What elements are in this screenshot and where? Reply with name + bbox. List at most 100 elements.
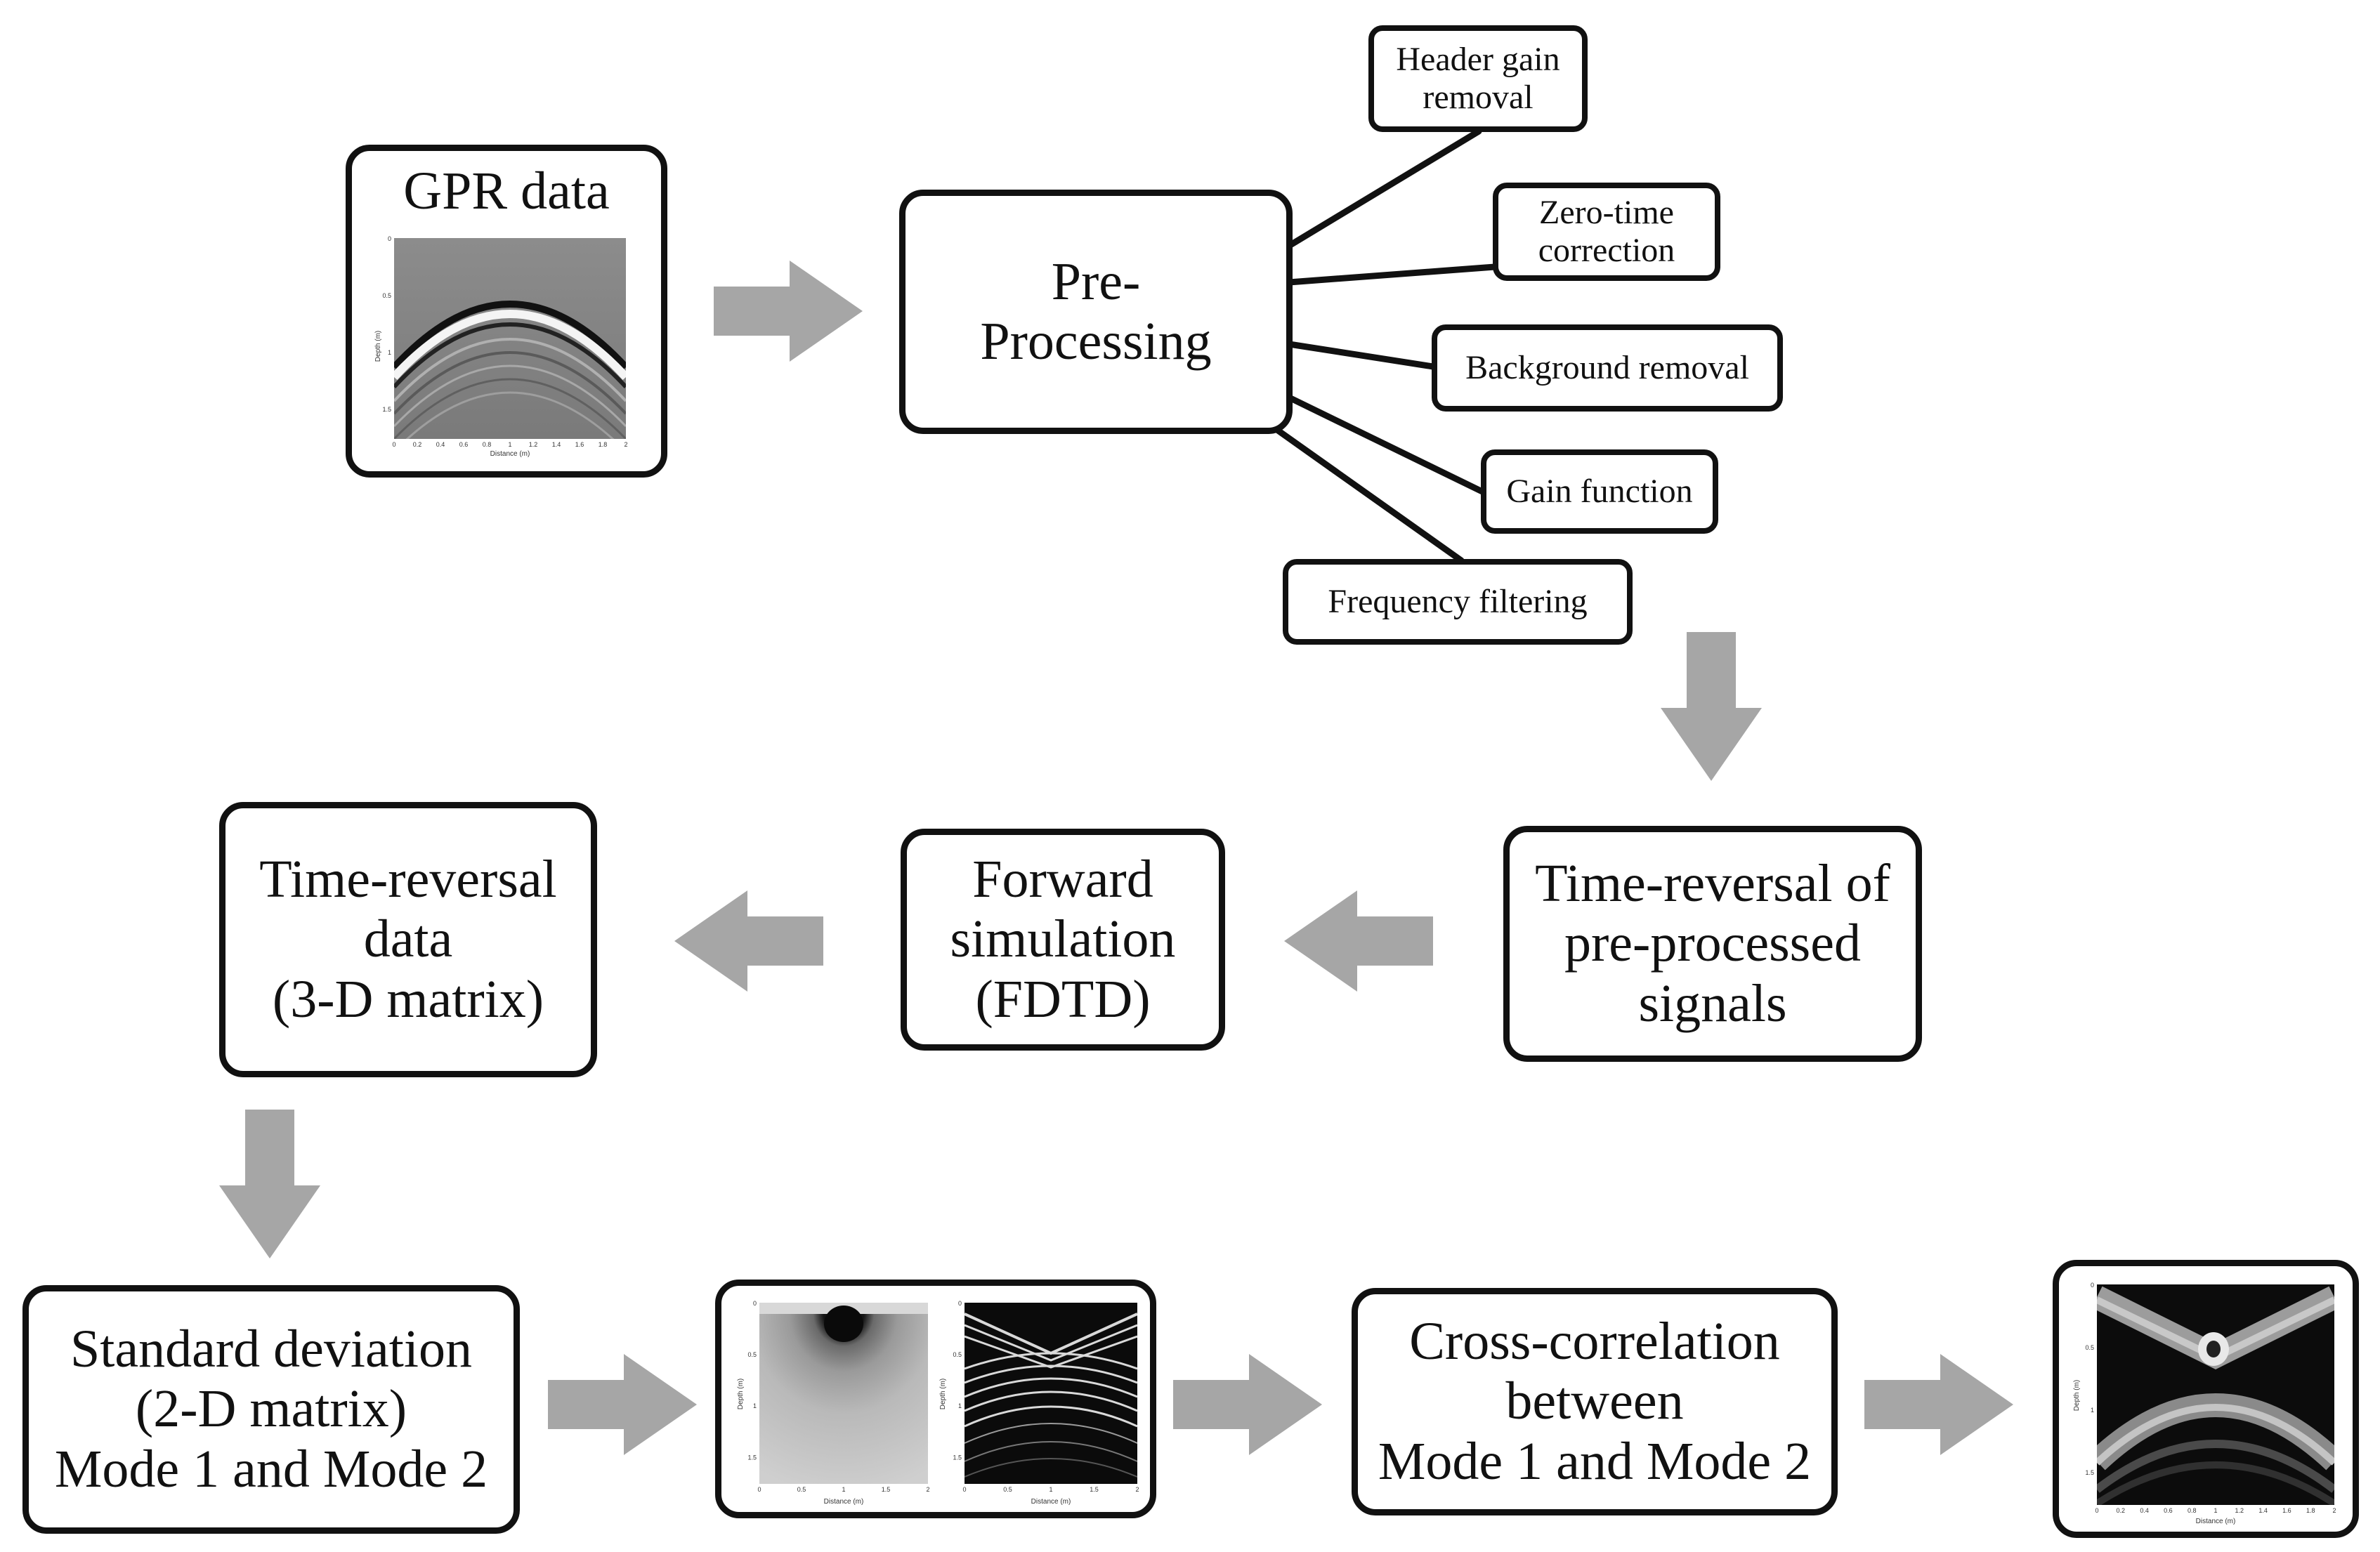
time-reversal-signals-box: Time-reversal of pre-processed signals — [1503, 826, 1922, 1062]
gpr-xtick-2: 0.4 — [436, 441, 445, 448]
forward-simulation-box: Forward simulation (FDTD) — [901, 829, 1225, 1051]
zero-time-correction-box: Zero-time correction — [1493, 183, 1720, 281]
mode2-ytick-0: 0 — [958, 1300, 962, 1307]
gpr-xtick-6: 1.2 — [529, 441, 538, 448]
mode1-ylabel: Depth (m) — [737, 1379, 745, 1409]
result-xtick-6: 1.2 — [2235, 1507, 2244, 1514]
mode2-ylabel: Depth (m) — [939, 1379, 947, 1409]
result-xtick-4: 0.8 — [2188, 1507, 2197, 1514]
gpr-yticks: 00.511.5 — [382, 235, 391, 413]
std-dev-line-3: Mode 1 and Mode 2 — [54, 1439, 488, 1499]
time-reversal-signals-line-1: Time-reversal of — [1535, 854, 1890, 914]
gpr-data-box: GPR data Depth (m) Distance (m) — [346, 145, 667, 478]
result-ytick-3: 1.5 — [2085, 1469, 2094, 1476]
arrow-preprocessing-to-time-reversal — [1661, 632, 1762, 781]
result-xtick-2: 0.4 — [2140, 1507, 2149, 1514]
background-line-1: Background removal — [1465, 349, 1749, 387]
time-reversal-signals-line-2: pre-processed — [1564, 914, 1861, 973]
branch-header-gain — [1286, 128, 1482, 249]
result-ytick-2: 1 — [2091, 1407, 2094, 1414]
mode2-xtick-4: 2 — [1135, 1486, 1139, 1493]
mode1-xtick-0: 0 — [757, 1486, 761, 1493]
gpr-ytick-0: 0 — [388, 235, 391, 242]
gpr-xtick-5: 1 — [508, 441, 511, 448]
mode2-xtick-1: 0.5 — [1003, 1486, 1012, 1493]
mode2-xtick-3: 1.5 — [1090, 1486, 1099, 1493]
mode2-yticks: 00.511.5 — [953, 1300, 962, 1461]
zero-time-line-1: Zero-time — [1539, 194, 1674, 232]
arrow-modes-to-cross-corr — [1173, 1354, 1322, 1455]
gpr-ytick-3: 1.5 — [382, 406, 391, 413]
mode2-ytick-3: 1.5 — [953, 1454, 962, 1461]
tr-data-line-2: data — [363, 909, 453, 969]
cross-corr-line-3: Mode 1 and Mode 2 — [1378, 1431, 1812, 1491]
standard-deviation-box: Standard deviation (2-D matrix) Mode 1 a… — [22, 1285, 520, 1534]
result-ytick-0: 0 — [2091, 1282, 2094, 1289]
gpr-xtick-10: 2 — [624, 441, 627, 448]
branch-gain-function — [1286, 394, 1486, 495]
flow-arrows — [219, 261, 2013, 1455]
forward-sim-line-2: simulation — [950, 909, 1176, 969]
result-xtick-5: 1 — [2214, 1507, 2217, 1514]
arrow-forward-to-tr-data — [674, 890, 823, 992]
gpr-data-title: GPR data — [403, 162, 610, 221]
result-xtick-3: 0.6 — [2164, 1507, 2173, 1514]
gpr-xtick-4: 0.8 — [483, 441, 492, 448]
result-ytick-1: 0.5 — [2085, 1344, 2094, 1351]
result-yticks: 0 0.5 1 1.5 — [2085, 1282, 2094, 1476]
std-dev-line-2: (2-D matrix) — [135, 1379, 407, 1439]
result-xtick-1: 0.2 — [2117, 1507, 2126, 1514]
background-removal-box: Background removal — [1432, 324, 1783, 412]
header-gain-removal-box: Header gain removal — [1368, 25, 1588, 132]
arrow-time-reversal-to-forward — [1284, 890, 1433, 992]
gpr-ylabel: Depth (m) — [374, 331, 382, 362]
mode2-plot-area — [965, 1303, 1137, 1484]
tr-data-line-1: Time-reversal — [259, 850, 557, 909]
gpr-xtick-3: 0.6 — [459, 441, 469, 448]
std-dev-line-1: Standard deviation — [70, 1320, 472, 1379]
frequency-line-1: Frequency filtering — [1328, 583, 1588, 621]
header-gain-line-1: Header gain — [1396, 41, 1560, 79]
tr-data-line-3: (3-D matrix) — [272, 969, 544, 1029]
gpr-xtick-9: 1.8 — [599, 441, 608, 448]
cross-correlation-box: Cross-correlation between Mode 1 and Mod… — [1352, 1288, 1838, 1515]
pre-processing-line-1: Pre- — [1051, 251, 1141, 311]
frequency-filtering-box: Frequency filtering — [1283, 559, 1633, 645]
gain-function-box: Gain function — [1481, 449, 1718, 534]
mode1-xtick-4: 2 — [926, 1486, 929, 1493]
gpr-xtick-1: 0.2 — [413, 441, 422, 448]
result-xtick-7: 1.4 — [2258, 1507, 2268, 1514]
forward-sim-line-1: Forward — [972, 850, 1153, 909]
arrow-cross-corr-to-result — [1864, 1354, 2013, 1455]
mode1-ytick-2: 1 — [753, 1402, 757, 1409]
time-reversal-signals-line-3: signals — [1638, 973, 1787, 1033]
mode1-ytick-3: 1.5 — [747, 1454, 757, 1461]
forward-sim-line-3: (FDTD) — [975, 969, 1151, 1029]
gain-function-line-1: Gain function — [1506, 473, 1693, 511]
result-xtick-9: 1.8 — [2306, 1507, 2315, 1514]
arrow-std-dev-to-modes — [548, 1354, 697, 1455]
arrow-gpr-to-preprocessing — [714, 261, 863, 362]
mode2-ytick-1: 0.5 — [953, 1351, 962, 1358]
arrow-tr-data-to-std-dev — [219, 1110, 320, 1258]
mode1-yticks: 00.511.5 — [747, 1300, 757, 1461]
cross-corr-line-1: Cross-correlation — [1409, 1312, 1780, 1372]
mode2-xlabel: Distance (m) — [1031, 1498, 1071, 1506]
branch-background — [1286, 341, 1437, 370]
mode1-xtick-2: 1 — [842, 1486, 845, 1493]
result-xtick-0: 0 — [2095, 1507, 2098, 1514]
mode1-ytick-1: 0.5 — [747, 1351, 757, 1358]
result-xlabel: Distance (m) — [2196, 1518, 2236, 1525]
gpr-ytick-2: 1 — [388, 349, 391, 356]
